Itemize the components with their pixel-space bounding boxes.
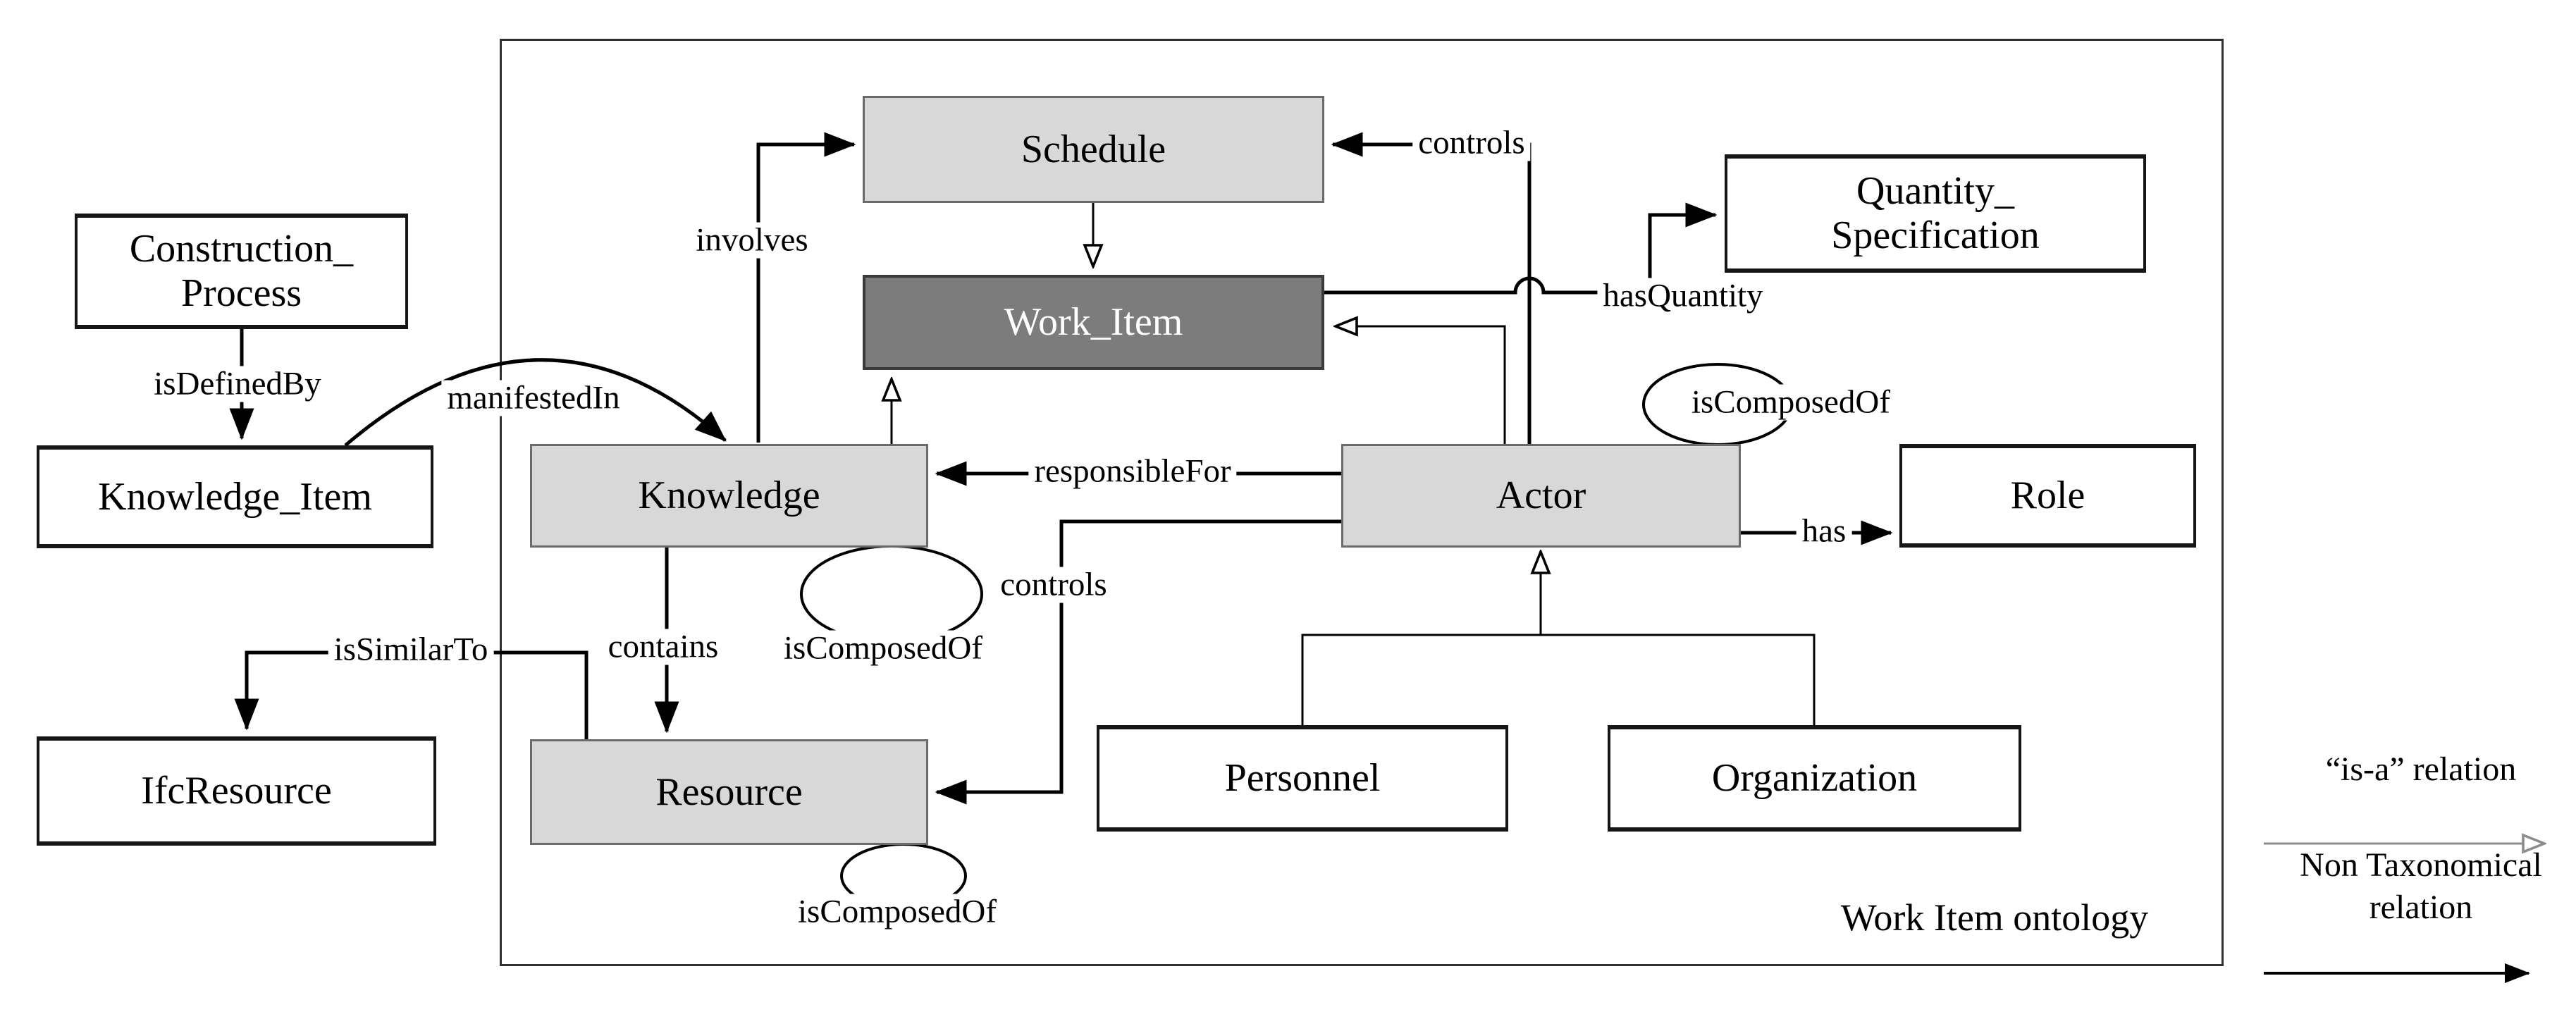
legend: “is-a” relation Non Taxonomical relation: [2266, 748, 2576, 929]
node-label: IfcResource: [141, 769, 332, 813]
edge-label-controls-schedule: controls: [1412, 125, 1531, 161]
node-organization: Organization: [1608, 725, 2021, 832]
edge-label-iscomposedof-knowledge: isComposedOf: [778, 630, 988, 667]
node-work-item: Work_Item: [863, 275, 1324, 370]
node-resource: Resource: [530, 739, 928, 845]
node-personnel: Personnel: [1097, 725, 1508, 832]
edge-label-has: has: [1796, 513, 1852, 550]
node-label: Resource: [655, 770, 803, 814]
node-label: Knowledge: [638, 474, 820, 518]
node-knowledge: Knowledge: [530, 444, 928, 548]
edge-label-hasquantity: hasQuantity: [1597, 278, 1769, 314]
edge-label-issimilarto: isSimilarTo: [328, 631, 494, 668]
connector-isa-actor-workitem: [1336, 326, 1506, 444]
node-label: Personnel: [1224, 756, 1381, 801]
edge-label-controls-resource: controls: [994, 567, 1113, 603]
node-label: Actor: [1496, 474, 1586, 518]
node-label: Knowledge_Item: [98, 474, 372, 519]
legend-isa-label: “is-a” relation: [2325, 751, 2517, 788]
node-label: Quantity_: [1856, 169, 2014, 214]
edge-label-manifestedin: manifestedIn: [441, 380, 626, 416]
frame-caption: Work Item ontology: [1840, 896, 2149, 939]
connector-hasquantity: [1324, 202, 1718, 295]
node-quantity-specification: Quantity_ Specification: [1725, 154, 2146, 273]
ontology-frame: [500, 39, 2224, 966]
edge-label-iscomposedof-resource: isComposedOf: [792, 894, 1002, 930]
node-label: Process: [180, 271, 302, 315]
node-label: Role: [2010, 474, 2085, 518]
connector-controls-resource: [935, 519, 1341, 805]
node-label: Organization: [1711, 756, 1918, 801]
node-construction-process: Construction_ Process: [75, 214, 408, 329]
legend-nontaxonomical-label: Non Taxonomical relation: [2300, 846, 2542, 926]
node-label: Work_Item: [1004, 300, 1183, 345]
edge-label-isdefinedby: isDefinedBy: [148, 366, 327, 402]
node-label: Construction_: [129, 227, 354, 271]
node-ifcresource: IfcResource: [37, 736, 436, 846]
node-label: Schedule: [1021, 127, 1166, 171]
loop-iscomposedof-knowledge: [800, 545, 983, 643]
connector-involves: [756, 132, 856, 443]
edge-label-contains: contains: [602, 629, 725, 665]
edge-label-responsiblefor: responsibleFor: [1028, 453, 1237, 490]
node-label: Specification: [1831, 214, 2040, 257]
connector-subclass-tree: [1301, 634, 1816, 725]
edge-label-iscomposedof-actor: isComposedOf: [1686, 384, 1896, 421]
node-knowledge-item: Knowledge_Item: [37, 445, 433, 548]
node-schedule: Schedule: [863, 96, 1324, 203]
edge-label-involves: involves: [690, 222, 814, 259]
node-actor: Actor: [1341, 444, 1741, 548]
connector-manifestedin: [344, 358, 727, 447]
node-role: Role: [1899, 444, 2196, 548]
